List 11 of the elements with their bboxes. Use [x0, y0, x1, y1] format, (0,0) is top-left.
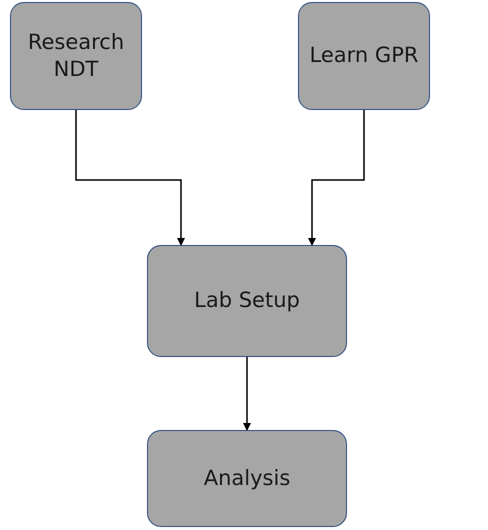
box-label: Research NDT: [26, 28, 126, 83]
box-label: Analysis: [204, 464, 290, 492]
arrow: [75, 110, 185, 246]
box-label: Learn GPR: [310, 42, 418, 70]
arrow: [243, 357, 251, 431]
process-box: [10, 2, 142, 110]
box-label: Lab Setup: [194, 287, 300, 314]
process-box: [147, 245, 347, 357]
process-box: [298, 2, 430, 110]
process-box: [147, 430, 347, 527]
arrow: [308, 110, 365, 246]
